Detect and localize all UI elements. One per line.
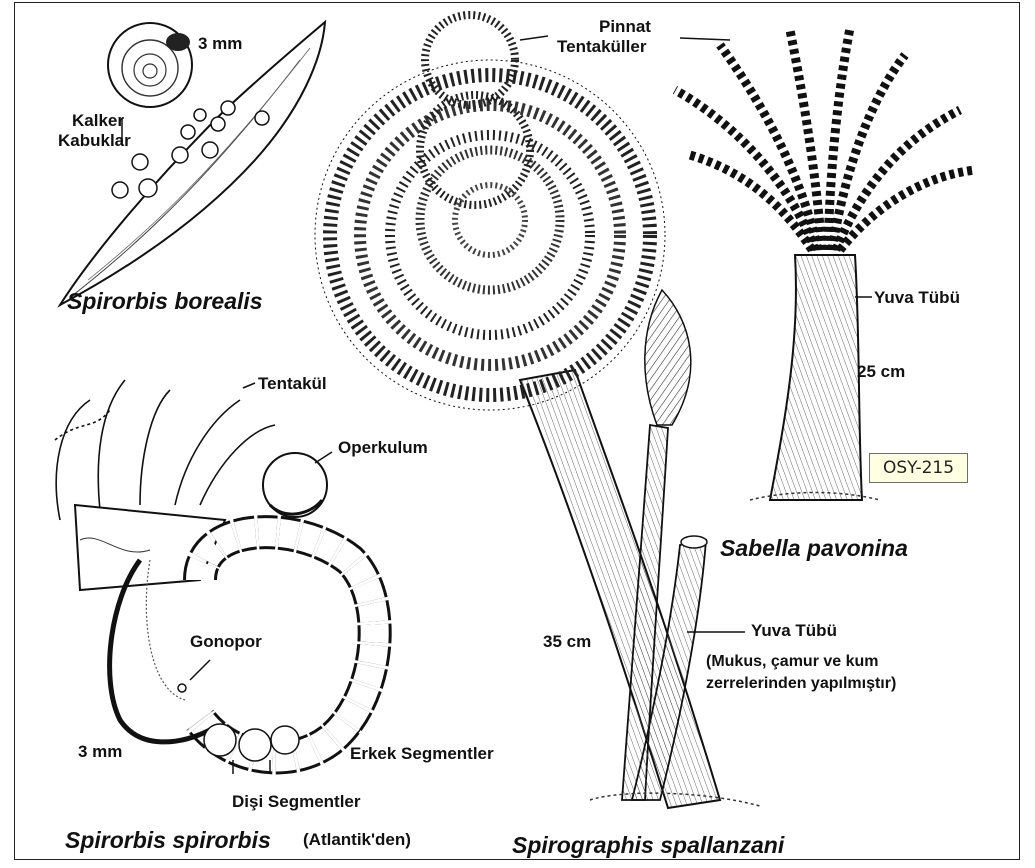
yuva-tubu-sabella-label: Yuva Tübü: [874, 289, 960, 308]
erkek-segmentler-label: Erkek Segmentler: [350, 745, 494, 764]
kalker-label-line2: Kabuklar: [58, 132, 131, 151]
species-spirorbis-borealis: Spirorbis borealis: [67, 288, 263, 315]
species-spirographis-spallanzani: Spirographis spallanzani: [512, 832, 784, 859]
species-spirorbis-spirorbis: Spirorbis spirorbis: [65, 827, 271, 854]
sabella-pavonina-drawing: [675, 28, 975, 500]
spirorbis-borealis-drawing: [60, 22, 325, 305]
sabella-tentacles: [675, 28, 975, 250]
scale-25cm: 25 cm: [857, 363, 905, 382]
tentacle-fronds: [55, 380, 275, 520]
spirorbis-shell-closeup: [108, 23, 192, 107]
scale-3mm-bottom: 3 mm: [78, 743, 122, 762]
pinnat-label-line1: Pinnat: [599, 18, 651, 37]
species-sabella-pavonina: Sabella pavonina: [720, 535, 908, 562]
tentakul-label: Tentakül: [258, 375, 327, 394]
kalker-label-line1: Kalker: [72, 112, 124, 131]
gonopor-label: Gonopor: [190, 633, 262, 652]
yuva-note-line1: (Mukus, çamur ve kum: [706, 651, 879, 673]
pinnat-label-line2: Tentaküller: [557, 38, 646, 57]
disi-segmentler-label: Dişi Segmentler: [232, 793, 361, 812]
scale-3mm-top: 3 mm: [198, 35, 242, 54]
spirorbis-spirorbis-drawing: [55, 380, 375, 761]
yuva-tubu-spirographis-label: Yuva Tübü: [751, 622, 837, 641]
scale-35cm: 35 cm: [543, 633, 591, 652]
spirorbis-spirorbis-origin: (Atlantik'den): [303, 831, 411, 850]
osy-tooltip: OSY-215: [869, 453, 968, 483]
operkulum-label: Operkulum: [338, 439, 428, 458]
yuva-note-line2: zerrelerinden yapılmıştır): [706, 673, 896, 695]
